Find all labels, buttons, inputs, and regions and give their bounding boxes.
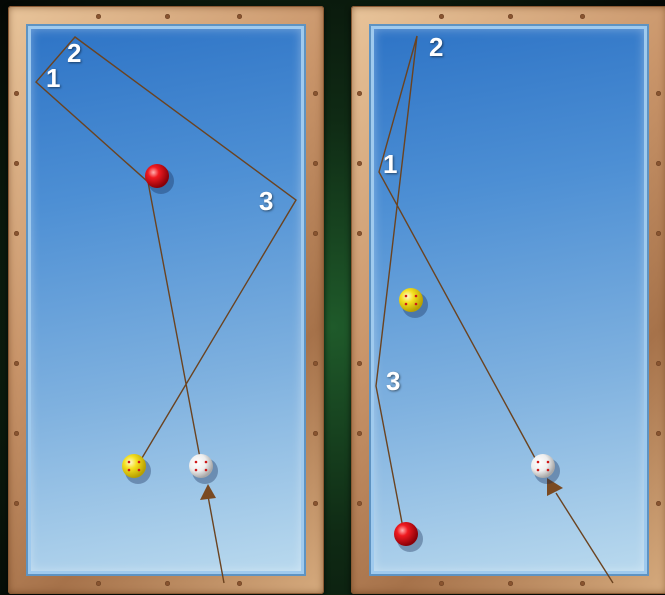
cue-ball xyxy=(189,454,218,484)
cue-ball xyxy=(531,454,560,484)
right-billiard-table: 1 2 3 xyxy=(351,6,665,594)
shot-path-diagram xyxy=(8,6,324,594)
cue-direction-line xyxy=(556,493,613,583)
cushion-label-2: 2 xyxy=(429,34,443,60)
cushion-label-1: 1 xyxy=(46,65,60,91)
cushion-label-3: 3 xyxy=(259,188,273,214)
left-billiard-table: 1 2 3 xyxy=(8,6,324,594)
yellow-ball xyxy=(122,454,151,484)
cushion-label-2: 2 xyxy=(67,40,81,66)
red-ball xyxy=(394,522,423,552)
object-ball-path xyxy=(376,36,535,528)
cue-direction-arrow xyxy=(200,484,216,500)
yellow-ball xyxy=(399,288,428,318)
cushion-label-1: 1 xyxy=(383,151,397,177)
cushion-label-3: 3 xyxy=(386,368,400,394)
shot-path-diagram xyxy=(351,6,665,594)
object-ball-path xyxy=(36,37,296,458)
cue-direction-line xyxy=(208,496,224,583)
